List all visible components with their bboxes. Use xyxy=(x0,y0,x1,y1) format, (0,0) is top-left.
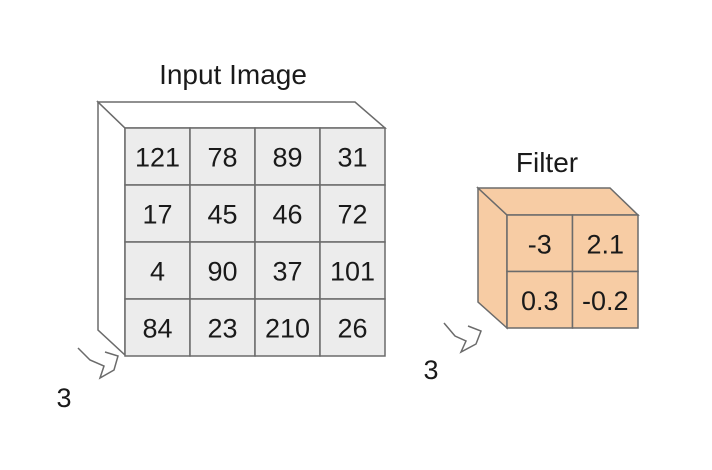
filter-block: -3 2.1 0.3 -0.2 xyxy=(476,186,640,330)
input-cell-value-0-2: 89 xyxy=(272,143,302,173)
filter-cell-0-1 xyxy=(571,214,639,273)
filter-depth-label: 3 xyxy=(423,355,438,385)
input-cell-value-0-1: 78 xyxy=(207,143,237,173)
input-cell-value-3-0: 84 xyxy=(142,314,172,344)
filter-title: Filter xyxy=(516,147,578,178)
filter-cell-1-1 xyxy=(571,270,639,329)
filter-cell-value-0-1: 2.1 xyxy=(586,229,624,259)
input-image-side-face xyxy=(97,100,126,357)
input-depth-brace xyxy=(77,347,119,380)
filter-grid: -3 2.1 0.3 -0.2 xyxy=(506,214,639,329)
input-cell-value-0-0: 121 xyxy=(135,143,180,173)
input-cell-2-1 xyxy=(189,241,256,300)
input-cell-value-0-3: 31 xyxy=(337,143,367,173)
input-cell-1-1 xyxy=(189,184,256,243)
input-cell-3-3 xyxy=(319,298,386,357)
input-cell-value-2-3: 101 xyxy=(330,257,375,287)
input-cell-value-1-2: 46 xyxy=(272,200,302,230)
input-cell-1-3 xyxy=(319,184,386,243)
input-cell-value-2-1: 90 xyxy=(207,257,237,287)
input-cell-value-1-1: 45 xyxy=(207,200,237,230)
input-image-title: Input Image xyxy=(159,59,307,90)
input-cell-0-1 xyxy=(189,127,256,186)
input-cell-value-3-2: 210 xyxy=(265,314,310,344)
input-cell-0-3 xyxy=(319,127,386,186)
input-cell-3-1 xyxy=(189,298,256,357)
input-cell-value-1-3: 72 xyxy=(337,200,367,230)
filter-depth-brace xyxy=(443,322,482,354)
input-cell-value-1-0: 17 xyxy=(142,200,172,230)
filter-cell-value-1-0: 0.3 xyxy=(521,286,559,316)
input-image-top-face xyxy=(96,101,388,129)
input-depth-label: 3 xyxy=(56,383,71,413)
input-cell-2-3 xyxy=(319,241,386,300)
input-cell-value-2-2: 37 xyxy=(272,257,302,287)
filter-cell-0-0 xyxy=(506,214,574,273)
filter-cell-value-1-1: -0.2 xyxy=(582,286,629,316)
input-image-grid: 121 78 89 31 17 45 46 72 4 90 37 101 84 23 210 26 xyxy=(124,127,386,357)
input-image-block: 121 78 89 31 17 45 46 72 4 90 37 101 84 23 210 26 xyxy=(96,100,388,357)
input-cell-0-0 xyxy=(124,127,191,186)
input-cell-value-2-0: 4 xyxy=(150,257,165,287)
filter-top-face xyxy=(476,187,640,216)
filter-cell-value-0-0: -3 xyxy=(528,229,552,259)
input-cell-value-3-3: 26 xyxy=(337,314,367,344)
input-cell-value-3-1: 23 xyxy=(207,314,237,344)
input-cell-3-0 xyxy=(124,298,191,357)
